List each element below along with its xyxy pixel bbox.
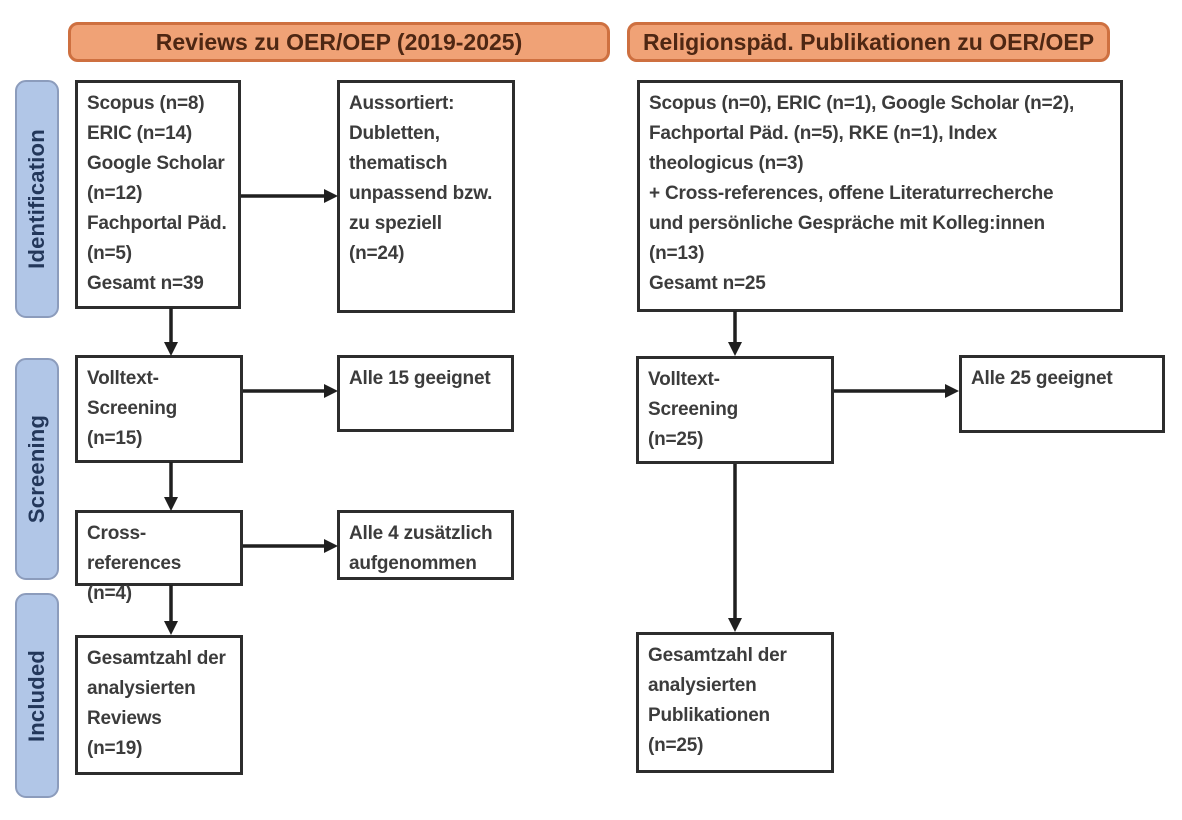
box-left-crossreferences: Cross-references (n=4) bbox=[75, 510, 243, 604]
box-right-included-total: Gesamtzahl der analysierten Publikatione… bbox=[636, 632, 834, 773]
arrow-left-crossreferences-to-included bbox=[164, 585, 178, 635]
box-left-fulltext-result: Alle 15 geeignet bbox=[337, 355, 514, 432]
arrow-left-crossreferences-to-result bbox=[243, 539, 338, 553]
arrow-right-fulltext-to-result bbox=[834, 384, 959, 398]
stage-label-screening: Screening bbox=[15, 358, 59, 580]
box-right-sources: Scopus (n=0), ERIC (n=1), Google Scholar… bbox=[637, 80, 1123, 312]
arrow-left-sources-to-fulltext bbox=[164, 308, 178, 356]
arrow-left-sources-to-excluded bbox=[241, 189, 338, 203]
box-left-crossreferences-result: Alle 4 zusätzlich aufgenommen bbox=[337, 510, 514, 580]
stage-label-identification: Identification bbox=[15, 80, 59, 318]
column-header-reviews: Reviews zu OER/OEP (2019-2025) bbox=[68, 22, 610, 62]
box-right-fulltext-result: Alle 25 geeignet bbox=[959, 355, 1165, 433]
arrow-right-sources-to-fulltext bbox=[728, 311, 742, 356]
arrow-left-fulltext-to-crossreferences bbox=[164, 462, 178, 511]
box-left-fulltext-screening: Volltext- Screening (n=15) bbox=[75, 355, 243, 463]
column-header-religionspaed: Religionspäd. Publikationen zu OER/OEP bbox=[627, 22, 1110, 62]
box-right-fulltext-screening: Volltext- Screening (n=25) bbox=[636, 356, 834, 464]
box-left-included-total: Gesamtzahl der analysierten Reviews (n=1… bbox=[75, 635, 243, 775]
box-left-excluded: Aussortiert: Dubletten, thematisch unpas… bbox=[337, 80, 515, 313]
arrow-left-fulltext-to-result bbox=[243, 384, 338, 398]
stage-label-included: Included bbox=[15, 593, 59, 798]
box-left-sources: Scopus (n=8) ERIC (n=14) Google Scholar … bbox=[75, 80, 241, 309]
arrow-right-fulltext-to-included bbox=[728, 464, 742, 632]
